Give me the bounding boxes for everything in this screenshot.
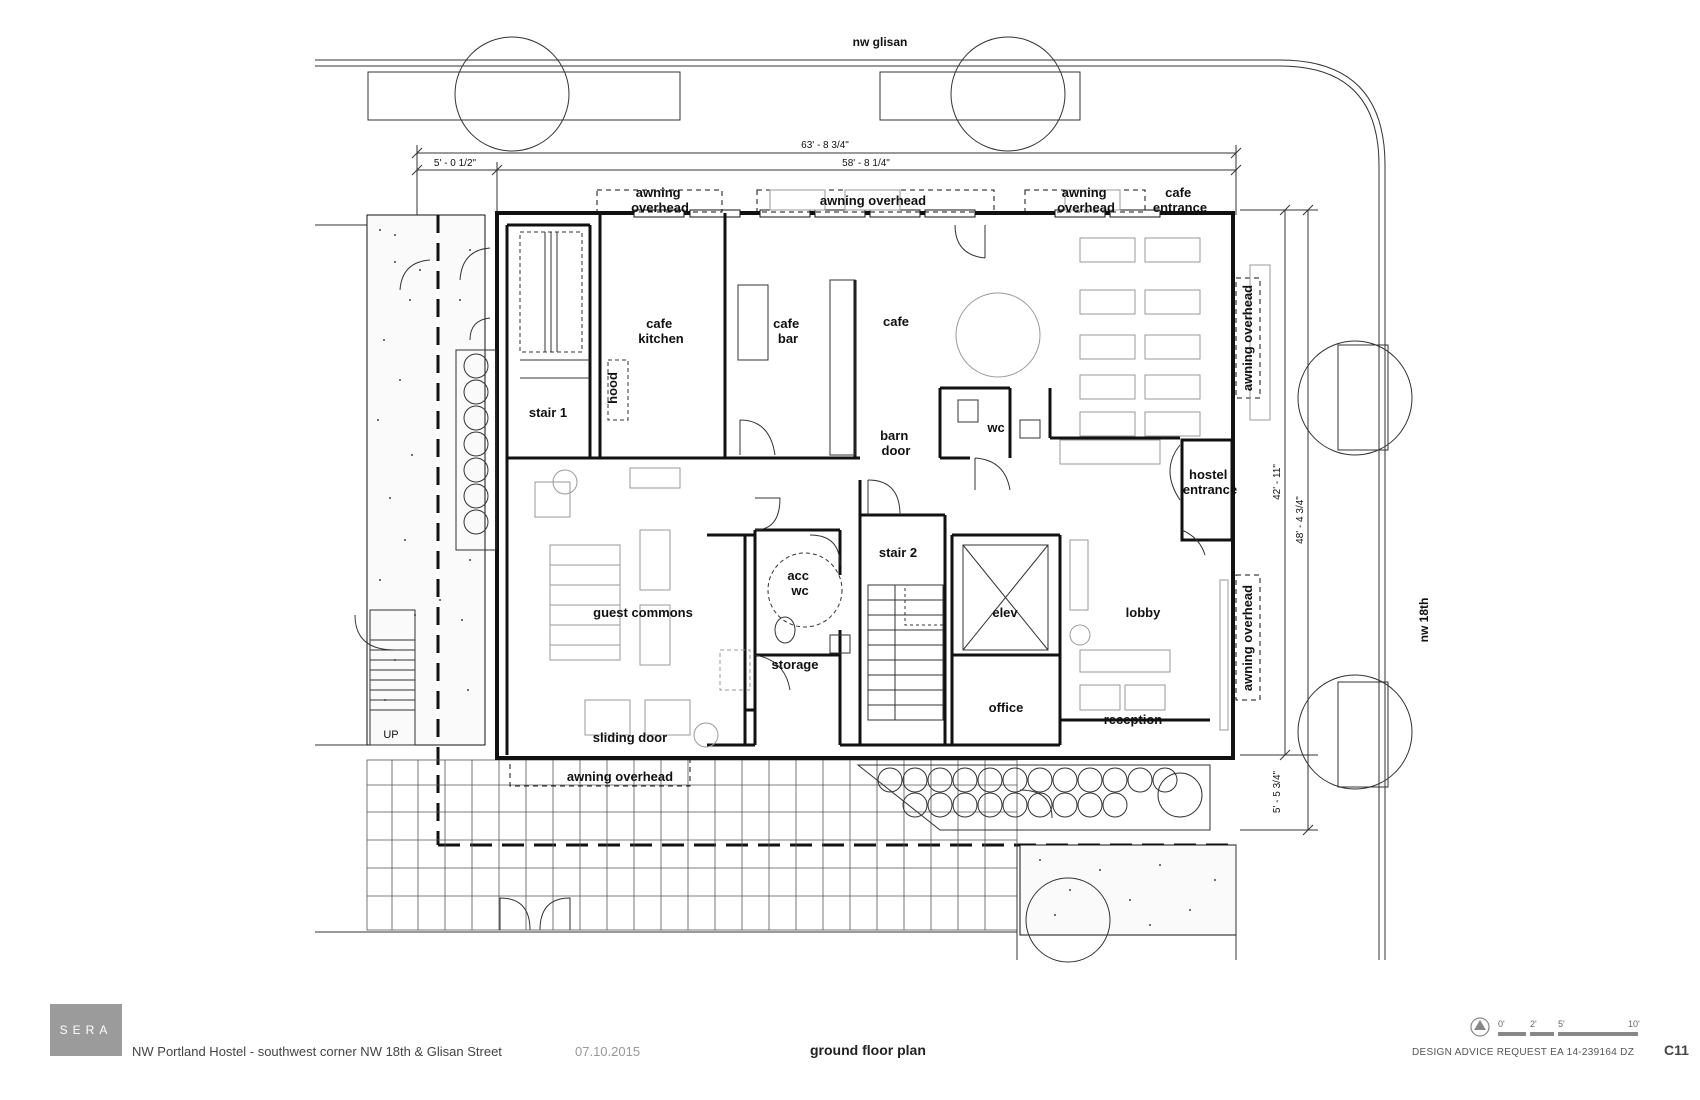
sheet-title: ground floor plan bbox=[810, 1042, 926, 1058]
wc-fixtures bbox=[767, 399, 1041, 654]
label-hood: hood bbox=[605, 372, 620, 404]
lobby-furniture bbox=[1069, 539, 1229, 731]
tree-well bbox=[1337, 344, 1389, 451]
label-up: UP bbox=[383, 729, 398, 741]
tree-well bbox=[879, 71, 1081, 121]
sheet-number: C11 bbox=[1664, 1042, 1689, 1058]
label-lobby: lobby bbox=[1126, 605, 1161, 620]
label-wc: wc bbox=[986, 420, 1004, 435]
dim-inner-width: 58' - 8 1/4" bbox=[842, 158, 890, 169]
dimension-lines bbox=[411, 145, 1318, 836]
label-awning-overhead-1: awning overhead bbox=[631, 185, 689, 215]
label-cafe: cafe bbox=[883, 314, 909, 329]
label-acc-wc: acc wc bbox=[787, 568, 812, 598]
sera-logo: SERA bbox=[50, 1004, 122, 1056]
street-tree bbox=[1297, 674, 1413, 790]
exterior-stair bbox=[369, 609, 416, 746]
cafe-bar-counter bbox=[607, 279, 856, 456]
scale-label: 2' bbox=[1530, 1019, 1537, 1029]
dim-depth-inner: 42' - 11" bbox=[1272, 464, 1283, 500]
building-footprint bbox=[495, 211, 1235, 760]
label-barn-door: barn door bbox=[880, 428, 912, 458]
door-swings bbox=[354, 224, 1206, 819]
dim-south-offset: 5' - 5 3/4" bbox=[1272, 770, 1283, 813]
label-stair-1: stair 1 bbox=[529, 405, 567, 420]
issue-date: 07.10.2015 bbox=[575, 1044, 641, 1059]
curb-line-inner bbox=[315, 65, 1380, 960]
label-awning-overhead-3: awning overhead bbox=[1057, 185, 1115, 215]
curb-line bbox=[315, 59, 1386, 960]
label-cafe-bar: cafe bar bbox=[773, 316, 803, 346]
street-tree bbox=[950, 36, 1066, 152]
north-arrow-icon bbox=[1474, 1020, 1486, 1030]
north-arrow-icon bbox=[1470, 1017, 1490, 1037]
label-hostel-entrance: hostel entrance bbox=[1183, 467, 1237, 497]
tree-grate bbox=[1025, 877, 1111, 963]
label-cafe-kitchen: cafe kitchen bbox=[638, 316, 684, 346]
street-tree bbox=[1297, 340, 1413, 456]
label-elev: elev bbox=[992, 605, 1018, 620]
stair-2-drawing bbox=[867, 584, 944, 721]
elevator-shaft bbox=[962, 544, 1049, 651]
north-storefront bbox=[633, 209, 1161, 218]
scale-bar: 0' 2' 5' 10' bbox=[1470, 1017, 1640, 1037]
design-advice-request: DESIGN ADVICE REQUEST EA 14-239164 DZ bbox=[1412, 1047, 1635, 1058]
label-awning-overhead-east-1: awning overhead bbox=[1240, 285, 1255, 391]
cafe-furniture bbox=[769, 189, 1271, 465]
label-awning-overhead-south: awning overhead bbox=[567, 769, 673, 784]
label-office: office bbox=[989, 700, 1024, 715]
stormwater-planter bbox=[856, 764, 1211, 831]
scale-label: 10' bbox=[1628, 1019, 1640, 1029]
west-planter bbox=[455, 349, 497, 551]
tree-well bbox=[1337, 681, 1389, 788]
dim-west-offset: 5' - 0 1/2" bbox=[434, 158, 477, 169]
interior-walls bbox=[505, 213, 1210, 755]
label-reception: reception bbox=[1104, 712, 1163, 727]
scale-label: 0' bbox=[1498, 1019, 1505, 1029]
stair-1-drawing bbox=[519, 231, 590, 379]
dim-depth-overall: 48' - 4 3/4" bbox=[1295, 496, 1306, 544]
tree-well bbox=[367, 71, 681, 121]
dim-overall-width: 63' - 8 3/4" bbox=[801, 140, 849, 151]
label-guest-commons: guest commons bbox=[593, 605, 693, 620]
label-sliding-door: sliding door bbox=[593, 730, 667, 745]
street-tree bbox=[454, 36, 570, 152]
southeast-planting bbox=[1019, 844, 1237, 936]
street-label-north: nw glisan bbox=[853, 35, 908, 49]
label-storage: storage bbox=[772, 657, 819, 672]
west-planting-strip bbox=[366, 214, 486, 746]
guest-commons-furniture bbox=[534, 467, 751, 748]
label-awning-overhead-east-2: awning overhead bbox=[1240, 585, 1255, 691]
label-awning-overhead-2: awning overhead bbox=[820, 193, 926, 208]
label-stair-2: stair 2 bbox=[879, 545, 917, 560]
street-label-east: nw 18th bbox=[1417, 598, 1431, 643]
label-cafe-entrance: cafe entrance bbox=[1153, 185, 1207, 215]
scale-label: 5' bbox=[1558, 1019, 1565, 1029]
project-title: NW Portland Hostel - southwest corner NW… bbox=[132, 1044, 502, 1059]
